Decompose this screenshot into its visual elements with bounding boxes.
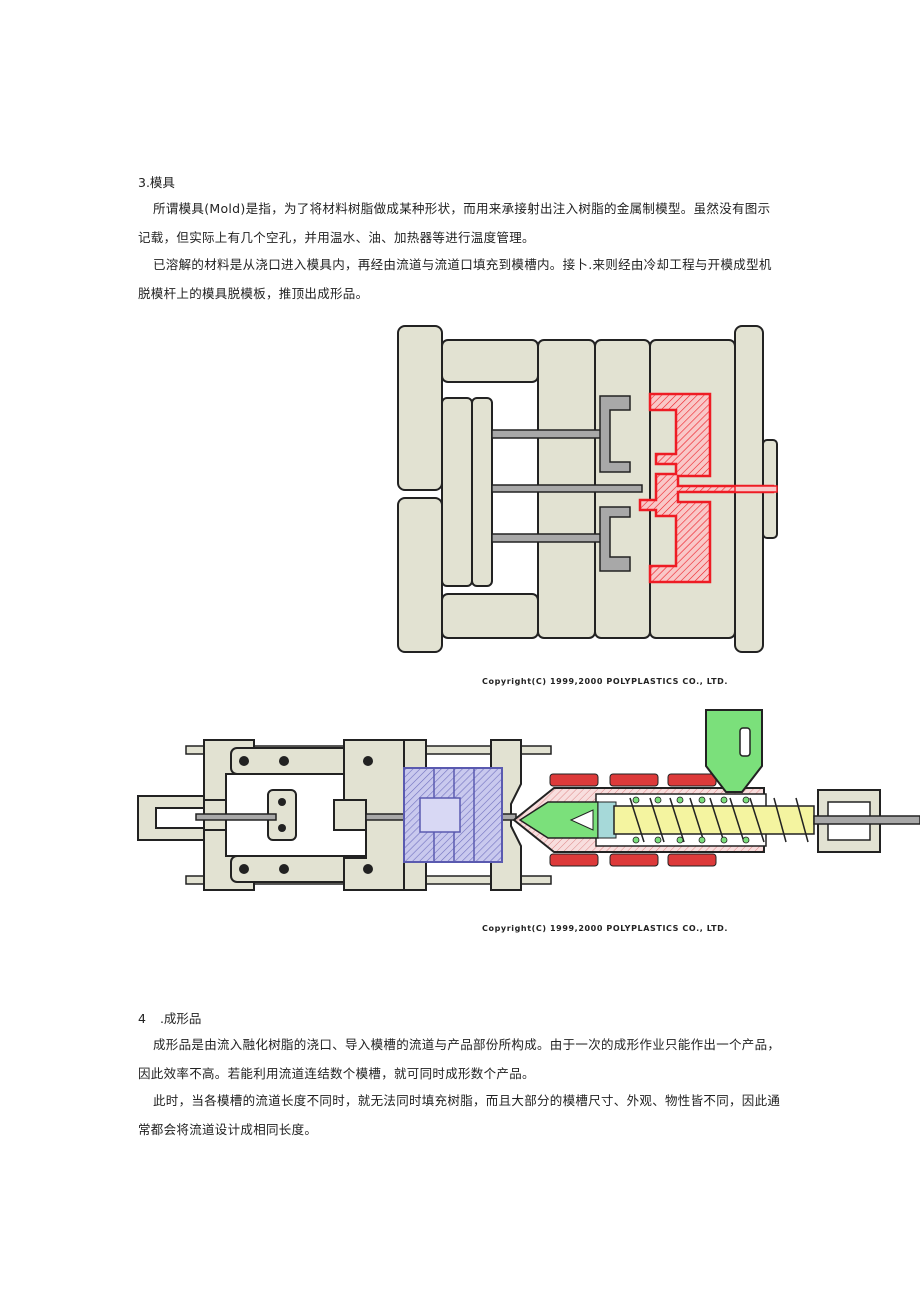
mold-copyright-caption: Copyright(C) 1999,2000 POLYPLASTICS CO.,… <box>482 677 729 686</box>
ejector-pin-center <box>491 484 643 493</box>
ejector-pin-lower <box>491 533 603 543</box>
spacer-block-top <box>441 339 539 383</box>
section-3-paragraph-2: 已溶解的材料是从浇口进入模具内，再经由流道与流道口填充到模槽内。接卜.来则经由冷… <box>138 257 772 301</box>
section-3-heading: 3.模具 <box>138 175 175 190</box>
heater-band-3 <box>667 773 717 787</box>
piston-rod <box>195 813 277 821</box>
ejector-pin-upper <box>491 429 603 439</box>
injection-machine-diagram <box>136 706 920 914</box>
heater-band-1 <box>549 773 599 787</box>
ejector-retainer <box>471 397 493 587</box>
section-3-paragraph-1: 所谓模具(Mold)是指，为了将材料树脂做成某种形状，而用来承接射出注入树脂的金… <box>138 201 771 245</box>
spacer-block-bottom <box>441 593 539 639</box>
screw-tip <box>569 809 594 831</box>
screw-shaft <box>813 815 920 825</box>
section-4-paragraph-1: 成形品是由流入融化树脂的浇口、导入模槽的流道与产品部份所构成。由于一次的成形作业… <box>138 1037 781 1081</box>
sprue-resin <box>734 485 778 493</box>
mold-diagram <box>395 322 785 657</box>
mold-diagram-svg <box>397 325 778 653</box>
clamp-plate-lower <box>397 497 443 653</box>
section-4-heading-number: 4 <box>138 1011 146 1026</box>
section-4-heading-text: .成形品 <box>159 1011 202 1026</box>
clamp-plate-upper <box>397 325 443 491</box>
heater-band-2 <box>609 773 659 787</box>
section-4-heading: 4 .成形品 <box>138 1010 201 1028</box>
injection-machine-svg <box>137 709 920 891</box>
core-upper <box>599 395 631 473</box>
machine-copyright-caption: Copyright(C) 1999,2000 POLYPLASTICS CO.,… <box>482 924 729 933</box>
section-4-paragraph-2: 此时，当各模槽的流道长度不同时，就无法同时填充树脂，而且大部分的模槽尺寸、外观、… <box>138 1093 781 1137</box>
ejector-plate <box>441 397 473 587</box>
core-lower <box>599 506 631 572</box>
hopper-window <box>739 727 751 757</box>
